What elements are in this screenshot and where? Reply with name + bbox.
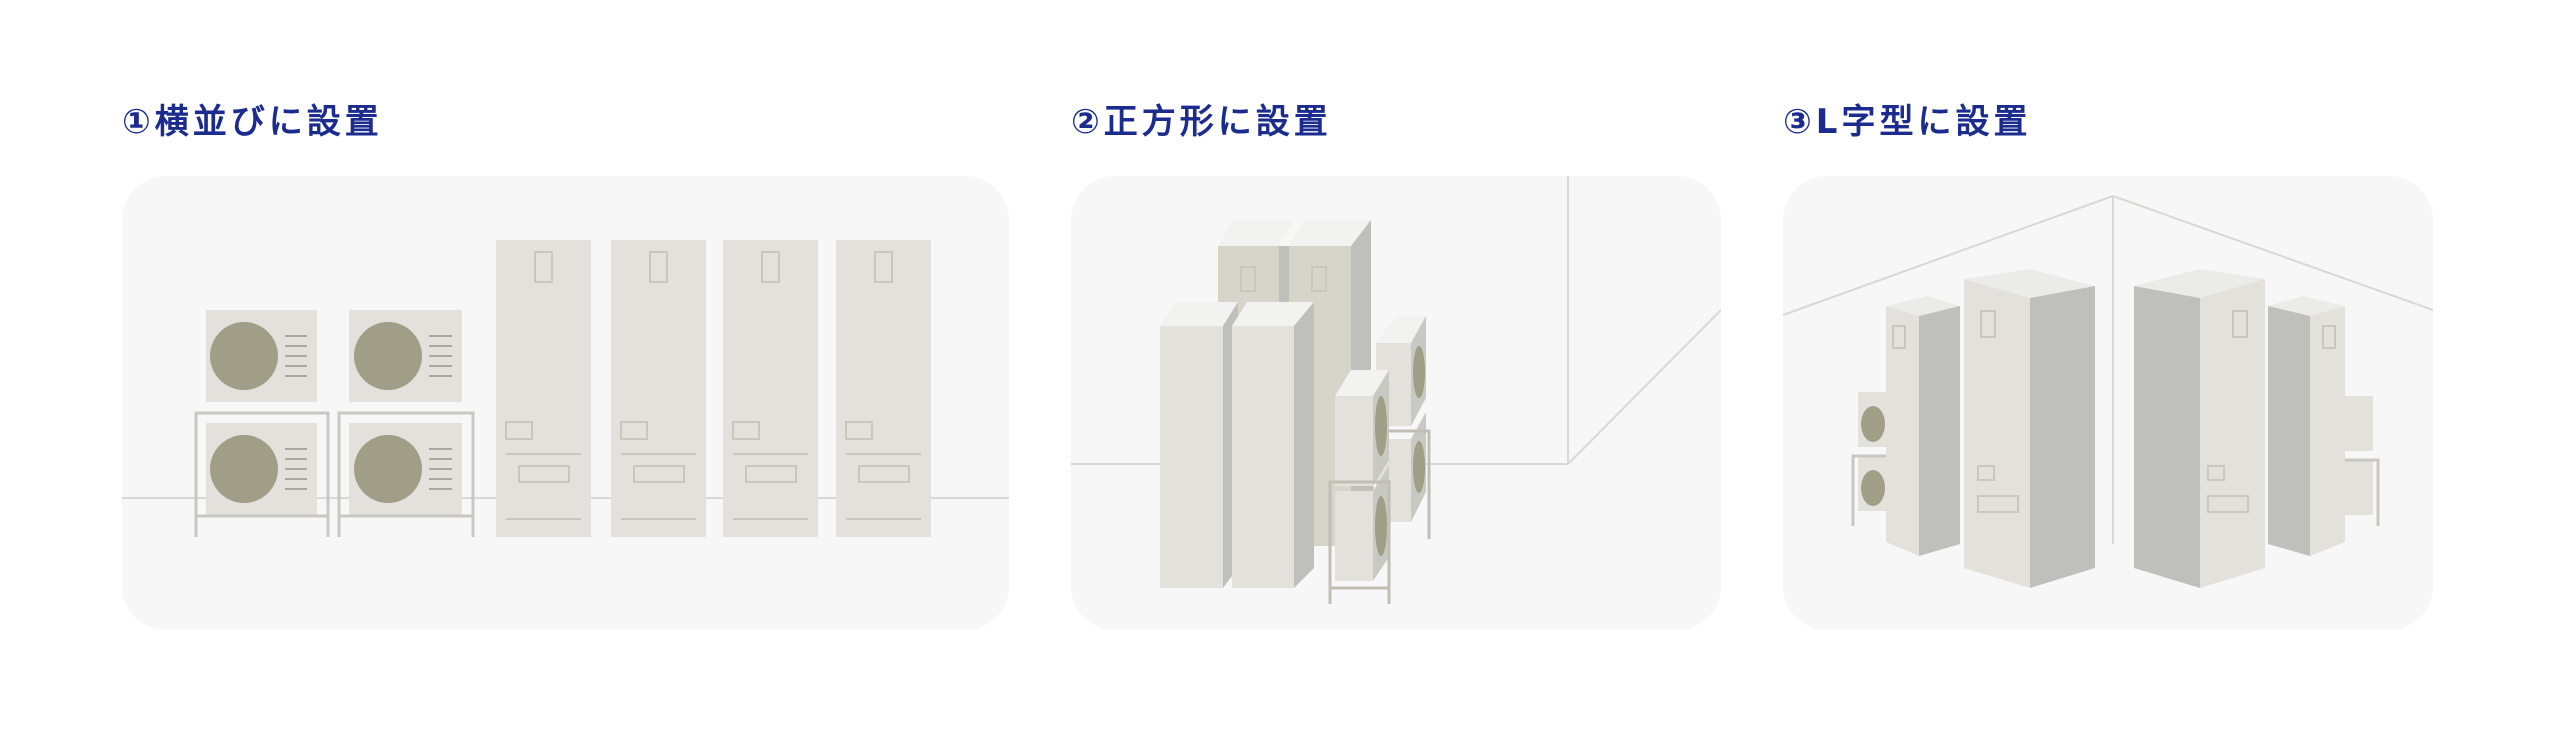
tank-units-right (2134, 269, 2345, 588)
ac-unit-top-2 (349, 310, 462, 402)
tank-units-left (1886, 269, 2095, 588)
ac-units (1328, 316, 1431, 604)
ac-unit-bottom-1 (194, 411, 330, 537)
panel-l-shape-illustration (1783, 176, 2433, 630)
side-by-side-illustration (122, 240, 1009, 537)
ac-unit-top-1 (206, 310, 317, 402)
tank-units (496, 240, 931, 537)
ac-units-right (2338, 396, 2380, 526)
ac-units-left (1851, 392, 1893, 526)
ac-unit-bottom-2 (337, 411, 475, 537)
panel-square-illustration (1071, 176, 1721, 630)
square-illustration (1071, 176, 1721, 604)
front-tank-units (1160, 302, 1314, 588)
panel-side-by-side-illustration (122, 176, 1009, 630)
layout-title-square: ②正方形に設置 (1071, 102, 1332, 142)
l-shape-illustration (1783, 195, 2433, 588)
layout-title-l-shape: ③L字型に設置 (1783, 102, 2032, 142)
layout-title-side-by-side: ①横並びに設置 (122, 102, 383, 142)
